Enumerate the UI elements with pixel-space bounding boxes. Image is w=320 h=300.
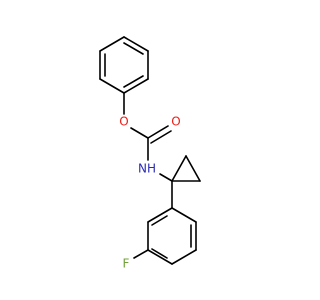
bond (171, 249, 197, 265)
bond (130, 127, 149, 139)
double-bond-inner (123, 75, 144, 88)
ester-oxygen-label: O (119, 115, 128, 129)
carbonyl-oxygen-label: O (171, 115, 180, 129)
bond (171, 155, 187, 182)
cyclopropane-ring (171, 155, 201, 182)
bond (123, 36, 149, 52)
bond (147, 207, 173, 223)
double-bond-inner (151, 215, 168, 226)
double-bond-inner (151, 248, 168, 259)
structure-diagram: O O NH F (99, 36, 201, 271)
fluorophenyl-ring (147, 207, 197, 265)
bond (185, 155, 201, 182)
fluorine-label: F (123, 257, 130, 271)
bond (133, 249, 149, 259)
bond (159, 173, 173, 182)
phenyl-ring (99, 36, 149, 94)
bond (147, 249, 173, 265)
double-bond-inner (123, 42, 144, 55)
bond (99, 36, 125, 52)
nitrogen-label: NH (138, 162, 156, 176)
double-bond-inner (150, 130, 172, 144)
bond (99, 78, 125, 94)
bond (147, 125, 169, 139)
bond (123, 78, 149, 94)
bond (171, 207, 197, 223)
